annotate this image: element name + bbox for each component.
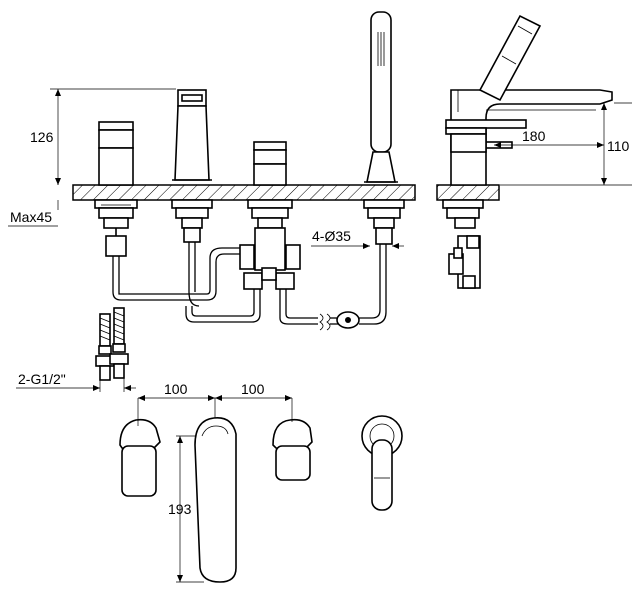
side-deck-section: [436, 184, 500, 201]
plan-view: 100 100 193: [119, 381, 403, 583]
dim-180-label: 180: [522, 128, 546, 144]
dim-hole-spec: 4-Ø35: [311, 228, 404, 249]
side-elevation: 180 110: [436, 14, 632, 289]
flexible-hoses: [95, 307, 129, 381]
supply-pipes: [112, 242, 387, 331]
side-hand-shower: [478, 14, 542, 102]
dim-193-label: 193: [168, 501, 192, 517]
deck-section: [72, 184, 416, 201]
left-handle-valve: [94, 121, 138, 257]
dim-height-110: 110: [500, 102, 632, 186]
thread-spec-label: 2-G1/2": [18, 371, 66, 387]
max45-label: Max45: [10, 209, 52, 225]
spacing-left-label: 100: [164, 381, 188, 397]
dim-max45: Max45: [8, 178, 59, 227]
hand-shower: [363, 11, 405, 245]
right-handle-valve: [239, 141, 301, 290]
hole-spec-label: 4-Ø35: [312, 228, 351, 244]
dim-height-126: 126: [30, 88, 176, 185]
plan-hand-shower: [361, 415, 403, 511]
front-elevation: 126 Max45 4-Ø35 2-G1/2": [8, 11, 416, 392]
plan-left-lever: [119, 418, 161, 497]
plan-spout: [194, 417, 237, 583]
dim-110-label: 110: [607, 138, 630, 154]
dim-depth-180: 180: [494, 128, 604, 148]
dim-spacing: 100 100: [137, 381, 293, 426]
center-spout: [171, 89, 213, 243]
plan-right-lever: [272, 418, 313, 481]
spacing-right-label: 100: [241, 381, 265, 397]
dim-spout-193: 193: [168, 435, 204, 583]
dim-126-label: 126: [30, 129, 54, 145]
dim-thread-spec: 2-G1/2": [16, 371, 136, 392]
